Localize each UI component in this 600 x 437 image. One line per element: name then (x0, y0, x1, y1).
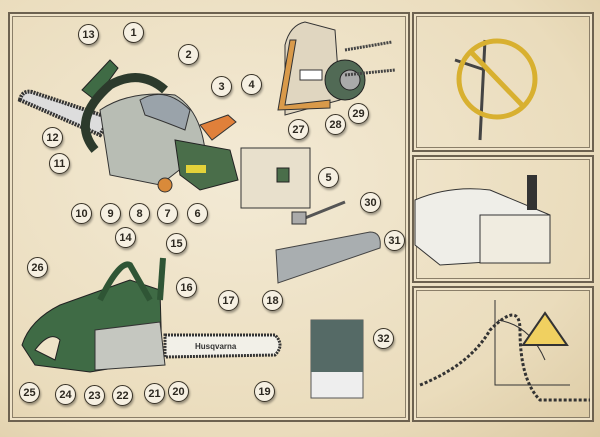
callout-24: 24 (55, 384, 76, 405)
chain-guard-icon (414, 175, 551, 266)
callout-26: 26 (27, 257, 48, 278)
warning-panel-chain-guard (412, 155, 594, 283)
detail-inset (240, 147, 311, 209)
callout-32: 32 (373, 328, 394, 349)
callout-14: 14 (115, 227, 136, 248)
callout-15: 15 (166, 233, 187, 254)
callout-9: 9 (100, 203, 121, 224)
chainsaw-bottom-illustration: Husqvarna (21, 257, 282, 373)
callout-7: 7 (157, 203, 178, 224)
callout-20: 20 (168, 381, 189, 402)
callout-1: 1 (123, 22, 144, 43)
callout-10: 10 (71, 203, 92, 224)
clutch-cover-illustration (277, 21, 396, 116)
callout-18: 18 (262, 290, 283, 311)
callout-22: 22 (112, 385, 133, 406)
callout-2: 2 (178, 44, 199, 65)
callout-21: 21 (144, 383, 165, 404)
callout-5: 5 (318, 167, 339, 188)
callout-27: 27 (288, 119, 309, 140)
no-climbing-cutting-icon (454, 38, 538, 141)
callout-3: 3 (211, 76, 232, 97)
warning-panel-kickback (412, 286, 594, 422)
callout-16: 16 (176, 277, 197, 298)
callout-8: 8 (129, 203, 150, 224)
main-parts-panel (8, 12, 410, 422)
chainsaw-top-illustration (17, 59, 239, 193)
kickback-icon (419, 300, 590, 402)
callout-4: 4 (241, 74, 262, 95)
callout-19: 19 (254, 381, 275, 402)
callout-11: 11 (49, 153, 70, 174)
callout-23: 23 (84, 385, 105, 406)
callout-25: 25 (19, 382, 40, 403)
callout-28: 28 (325, 114, 346, 135)
callout-6: 6 (187, 203, 208, 224)
bar-brand-logo: Husqvarna (195, 342, 237, 351)
callout-17: 17 (218, 290, 239, 311)
warning-panel-no-tree-cutting (412, 12, 594, 152)
callout-29: 29 (348, 103, 369, 124)
callout-12: 12 (42, 127, 63, 148)
callout-13: 13 (78, 24, 99, 45)
callout-31: 31 (384, 230, 405, 251)
callout-30: 30 (360, 192, 381, 213)
